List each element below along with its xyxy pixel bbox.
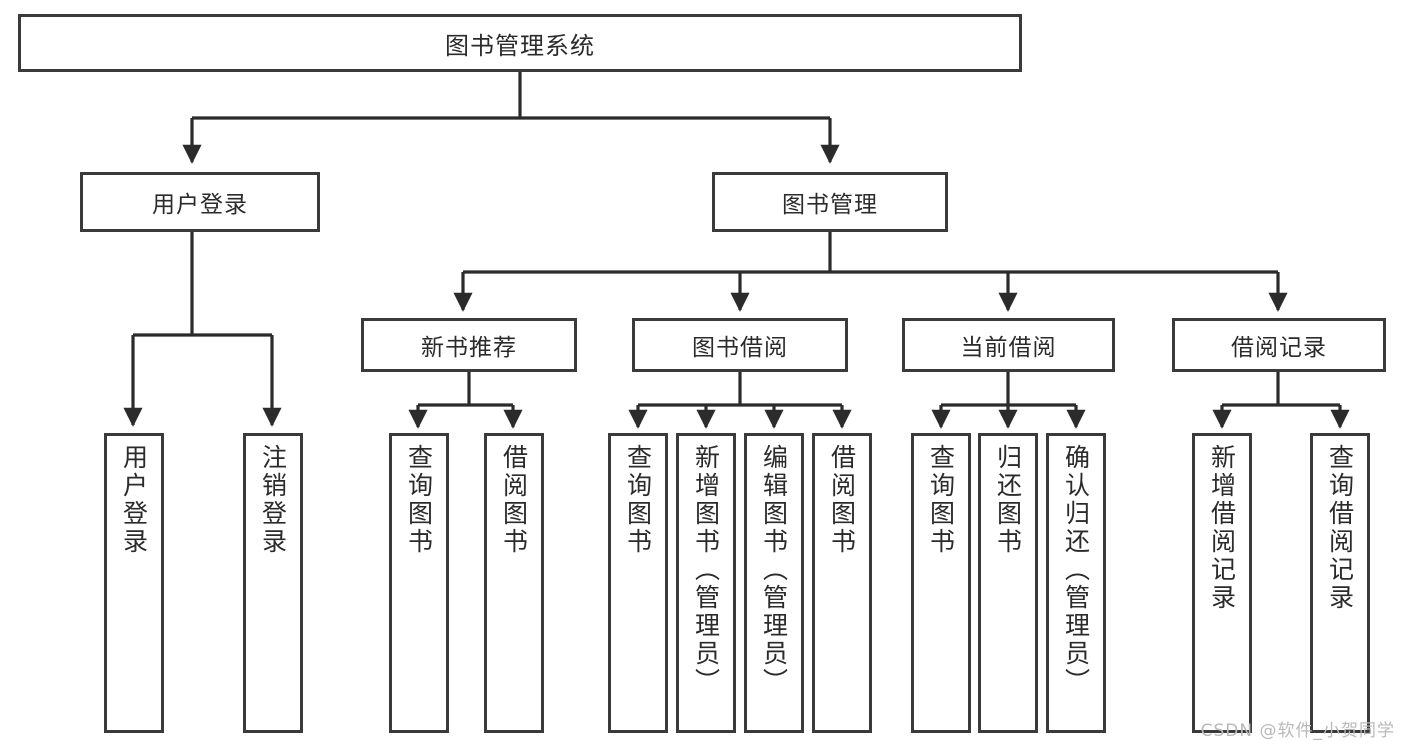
- csdn-watermark: CSDN @软件_小贺同学: [1200, 721, 1395, 741]
- leaf-book-borrow-borrow-book[interactable]: 借阅图书: [812, 433, 872, 733]
- leaf-book-borrow-query-book[interactable]: 查询图书: [608, 433, 668, 733]
- node-user-login[interactable]: 用户登录: [80, 172, 320, 232]
- leaf-borrow-record-add-record[interactable]: 新增借阅记录: [1192, 433, 1252, 733]
- node-label: 图书管理系统: [445, 31, 595, 60]
- leaf-new-book-borrow-book[interactable]: 借阅图书: [484, 433, 544, 733]
- node-label: 新书推荐: [421, 335, 517, 361]
- node-root-book-management-system[interactable]: 图书管理系统: [18, 14, 1022, 72]
- leaf-user-login-login[interactable]: 用户登录: [104, 433, 164, 733]
- node-label: 确认归还（管理员）: [1061, 444, 1091, 696]
- node-book-management[interactable]: 图书管理: [712, 172, 948, 232]
- leaf-user-login-logout[interactable]: 注销登录: [243, 433, 303, 733]
- node-borrow-record[interactable]: 借阅记录: [1172, 318, 1386, 372]
- leaf-new-book-query-book[interactable]: 查询图书: [389, 433, 449, 733]
- node-current-borrow[interactable]: 当前借阅: [902, 318, 1115, 372]
- node-label: 用户登录: [119, 444, 149, 556]
- node-book-borrow[interactable]: 图书借阅: [632, 318, 848, 372]
- node-label: 新增借阅记录: [1207, 444, 1237, 612]
- leaf-book-borrow-edit-book-admin[interactable]: 编辑图书（管理员）: [744, 433, 804, 733]
- node-label: 当前借阅: [960, 335, 1057, 361]
- leaf-borrow-record-query-record[interactable]: 查询借阅记录: [1310, 433, 1370, 733]
- node-label: 图书借阅: [692, 335, 788, 361]
- node-label: 借阅图书: [499, 444, 529, 556]
- node-label: 借阅图书: [827, 444, 857, 556]
- node-label: 借阅记录: [1231, 335, 1327, 361]
- node-label: 查询图书: [623, 444, 653, 556]
- leaf-current-borrow-return-book[interactable]: 归还图书: [978, 433, 1038, 733]
- node-label: 用户登录: [152, 192, 248, 218]
- node-label: 查询图书: [404, 444, 434, 556]
- node-label: 查询借阅记录: [1325, 444, 1355, 612]
- node-label: 查询图书: [926, 444, 956, 556]
- node-label: 新增图书（管理员）: [691, 444, 721, 696]
- node-label: 图书管理: [782, 192, 878, 218]
- leaf-current-borrow-query-book[interactable]: 查询图书: [911, 433, 971, 733]
- node-label: 编辑图书（管理员）: [759, 444, 789, 696]
- node-label: 归还图书: [993, 444, 1023, 556]
- leaf-current-borrow-confirm-return-admin[interactable]: 确认归还（管理员）: [1046, 433, 1106, 733]
- node-label: 注销登录: [258, 444, 288, 556]
- node-new-book-recommend[interactable]: 新书推荐: [361, 318, 577, 372]
- leaf-book-borrow-add-book-admin[interactable]: 新增图书（管理员）: [676, 433, 736, 733]
